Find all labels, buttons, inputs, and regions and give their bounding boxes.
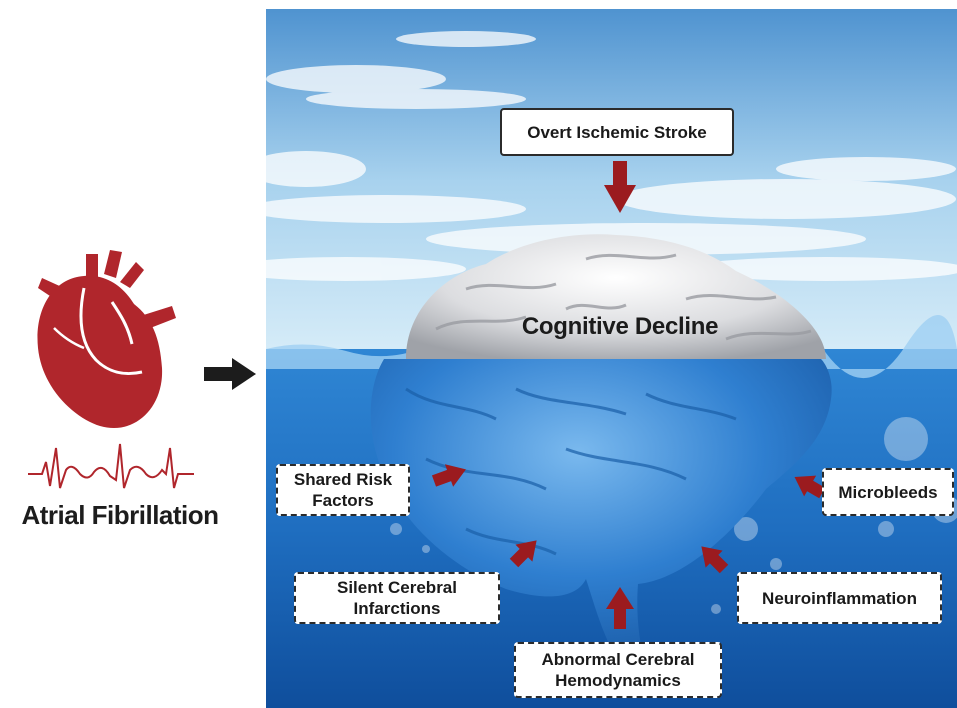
neuroinflammation-box: Neuroinflammation xyxy=(737,572,942,624)
abnormal-cerebral-hemodynamics-box: Abnormal Cerebral Hemodynamics xyxy=(514,642,722,698)
cognitive-decline-label: Cognitive Decline xyxy=(470,313,770,341)
microbleeds-box: Microbleeds xyxy=(822,468,954,516)
atrial-fibrillation-panel: Atrial Fibrillation xyxy=(0,0,262,708)
heart-icon xyxy=(24,248,204,498)
arrow-right-icon xyxy=(204,358,256,390)
atrial-fibrillation-label: Atrial Fibrillation xyxy=(0,500,240,531)
overt-ischemic-stroke-box: Overt Ischemic Stroke xyxy=(500,108,734,156)
shared-risk-factors-box: Shared Risk Factors xyxy=(276,464,410,516)
ecg-trace-icon xyxy=(28,444,194,488)
silent-cerebral-infarctions-box: Silent Cerebral Infarctions xyxy=(294,572,500,624)
